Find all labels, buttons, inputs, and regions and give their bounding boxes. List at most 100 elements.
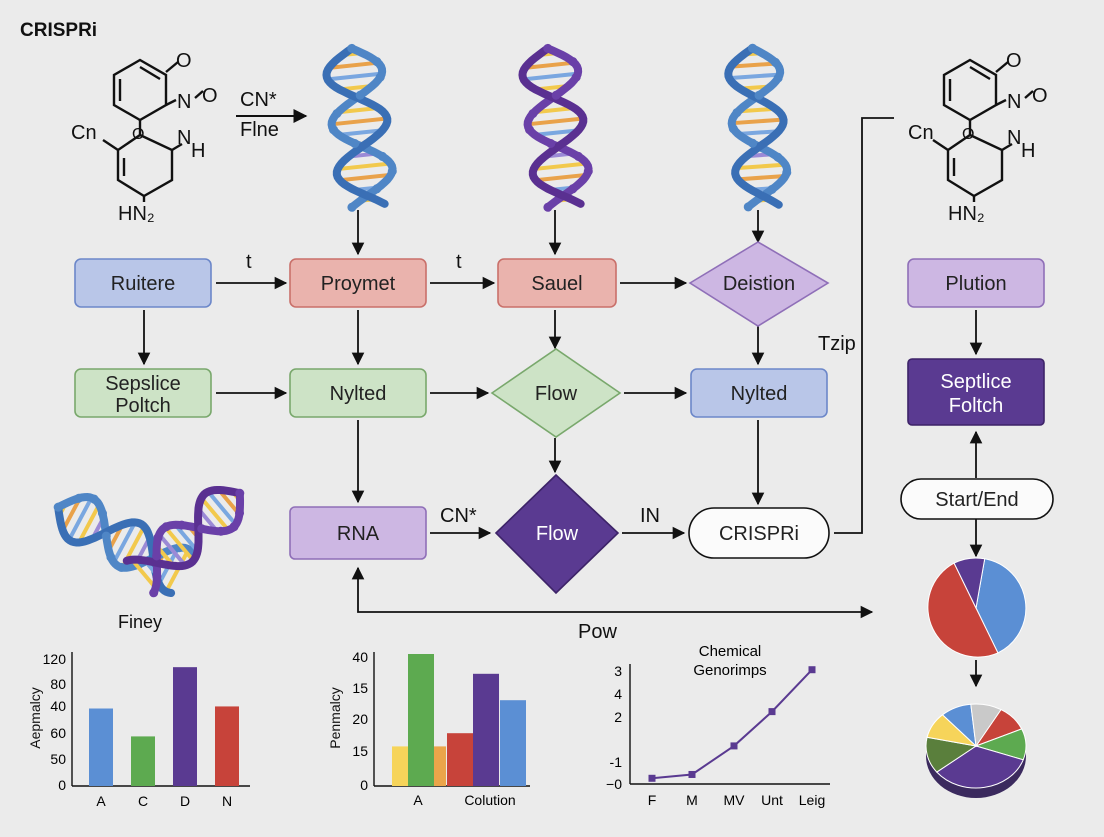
node-septlice-line2: Foltch — [949, 395, 1003, 417]
dna-base-pair — [528, 118, 584, 124]
chart2-ytick: 40 — [352, 649, 368, 665]
node-start-end-label: Start/End — [935, 489, 1018, 511]
mol-right-o-mid: O — [962, 126, 974, 143]
pie-chart-bottom — [926, 704, 1026, 798]
chart1-ytick: 40 — [50, 698, 66, 714]
chart2-xtick: Colution — [464, 792, 515, 808]
chart2-bar — [473, 674, 499, 786]
dna-helix-blue-right — [723, 42, 794, 213]
reagent-bottom-label: Flne — [240, 119, 279, 141]
chart1-bar — [173, 667, 197, 786]
mol-left-hn2: HN₂ — [118, 203, 155, 225]
mol-left-nh: N — [177, 127, 191, 149]
chart3-ytick: -1 — [610, 754, 623, 770]
node-sepslice[interactable]: Sepslice Poltch — [75, 369, 211, 417]
node-septlice-line1: Septlice — [940, 371, 1011, 393]
chart2-ytick: 0 — [360, 777, 368, 793]
mol-right-n: N — [1007, 91, 1021, 113]
edge-label-in: IN — [640, 505, 660, 527]
chart3-point — [731, 742, 738, 749]
chart2-bar — [408, 654, 434, 786]
node-flow-decision-label: Flow — [535, 383, 578, 405]
edge-label-t-1: t — [246, 251, 252, 273]
mol-right-hn2: HN₂ — [948, 203, 985, 225]
chart3-series-line — [652, 670, 812, 779]
chart3-point — [809, 666, 816, 673]
node-septlice[interactable]: Septlice Foltch — [908, 359, 1044, 425]
chart3-point — [769, 708, 776, 715]
node-deistion[interactable]: Deistion — [690, 242, 828, 326]
node-crispri[interactable]: CRISPRi — [689, 508, 829, 558]
chart2-ytick: 15 — [352, 680, 368, 696]
chart2-bar — [500, 700, 526, 786]
node-rna[interactable]: RNA — [290, 507, 426, 559]
node-plution-label: Plution — [945, 273, 1006, 295]
edge-label-cn: CN* — [440, 505, 477, 527]
node-ruitere[interactable]: Ruitere — [75, 259, 211, 307]
node-start-end[interactable]: Start/End — [901, 479, 1053, 519]
chart1-ytick: 120 — [43, 651, 67, 667]
mol-left-n: N — [177, 91, 191, 113]
chart3-ytick: 3 — [614, 663, 622, 679]
node-rna-label: RNA — [337, 523, 380, 545]
chart1-ytick: 80 — [50, 676, 66, 692]
chart1-bar — [215, 706, 239, 786]
chart1-bar — [131, 736, 155, 786]
edge-label-tzip: Tzip — [818, 333, 856, 355]
chart2-ytick: 20 — [352, 711, 368, 727]
node-nylted-1[interactable]: Nylted — [290, 369, 426, 417]
chart2-bar — [447, 733, 473, 786]
mol-right-nh: N — [1007, 127, 1021, 149]
node-flow-dark[interactable]: Flow — [496, 475, 618, 593]
dna-helix-purple — [516, 41, 596, 214]
chart3-point — [689, 771, 696, 778]
chart1-xtick: C — [138, 793, 148, 809]
dna-base-pair — [524, 74, 578, 80]
illustration-caption: Finey — [118, 612, 162, 632]
dna-base-pair — [328, 74, 382, 80]
chart1-ytick: 0 — [58, 777, 66, 793]
node-nylted-2[interactable]: Nylted — [691, 369, 827, 417]
chart3-xtick: Unt — [761, 792, 783, 808]
dna-base-pair — [736, 165, 785, 168]
edge-label-pow: Pow — [578, 621, 617, 643]
chart2-xtick: A — [413, 792, 423, 808]
chart1-xtick: A — [96, 793, 106, 809]
chart3-title-line2: Genorimps — [693, 662, 766, 679]
chart2-ytick: 15 — [352, 743, 368, 759]
mol-left-o-right: O — [202, 85, 218, 107]
dna-base-pair — [732, 120, 784, 124]
dna-base-pair — [729, 75, 780, 79]
chart3-xtick: MV — [724, 792, 746, 808]
node-nylted-2-label: Nylted — [731, 383, 788, 405]
node-proymet[interactable]: Proymet — [290, 259, 426, 307]
node-flow-decision[interactable]: Flow — [492, 349, 620, 437]
chart1-ylabel: Aepmalcy — [27, 687, 43, 748]
chart1-ytick: 60 — [50, 725, 66, 741]
node-sauel-label: Sauel — [531, 273, 582, 295]
node-plution[interactable]: Plution — [908, 259, 1044, 307]
chart2-ylabel: Penmalcy — [327, 687, 343, 748]
chart3-ytick: 2 — [614, 709, 622, 725]
chart1-xtick: D — [180, 793, 190, 809]
mol-right-cn: Cn — [908, 122, 934, 144]
node-proymet-label: Proymet — [321, 273, 396, 295]
line-chart: Chemical Genorimps 3 4 2 -1 −0 F M MV Un… — [606, 643, 830, 808]
chart3-xtick: Leig — [799, 792, 825, 808]
bar-chart-middle: Penmalcy 40 15 20 15 0 A Colution — [327, 649, 530, 808]
chart3-ytick: 4 — [614, 686, 622, 702]
chart1-bar — [89, 709, 113, 787]
chart1-ytick: 50 — [50, 751, 66, 767]
edge-label-t-2: t — [456, 251, 462, 273]
node-sepslice-line2: Poltch — [115, 395, 171, 417]
node-ruitere-label: Ruitere — [111, 273, 175, 295]
mol-left-cn: Cn — [71, 122, 97, 144]
mol-left-h: H — [191, 140, 205, 162]
chart3-point — [649, 775, 656, 782]
node-sauel[interactable]: Sauel — [498, 259, 616, 307]
node-sepslice-line1: Sepslice — [105, 373, 181, 395]
mol-left-o-mid: O — [132, 126, 144, 143]
dna-base-pair — [332, 118, 388, 124]
pie-chart-top — [928, 558, 1026, 657]
bar-chart-left: Aepmalcy 120 80 40 60 50 0 A C D N — [27, 651, 250, 809]
